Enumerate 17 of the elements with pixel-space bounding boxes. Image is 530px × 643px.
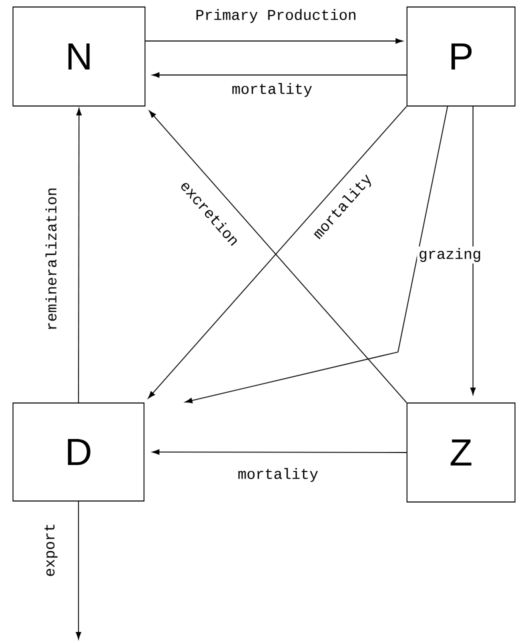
edge-label: mortality <box>230 82 314 98</box>
arrow <box>145 38 403 44</box>
letter-box: Z <box>406 402 516 502</box>
letter-box: P <box>406 6 516 106</box>
edge-label: export <box>42 522 60 578</box>
arrow <box>76 108 82 403</box>
arrow <box>152 449 407 455</box>
arrow <box>152 72 407 78</box>
edge-label: grazing <box>417 246 483 264</box>
letter-box: N <box>12 6 146 106</box>
edge-label: Primary Production <box>194 8 358 24</box>
edge-label: remineralization <box>44 186 58 332</box>
arrow <box>185 106 448 404</box>
letter-box: D <box>12 402 144 502</box>
arrow <box>470 106 476 395</box>
arrow <box>76 501 82 640</box>
edge-label: mortality <box>236 466 320 484</box>
